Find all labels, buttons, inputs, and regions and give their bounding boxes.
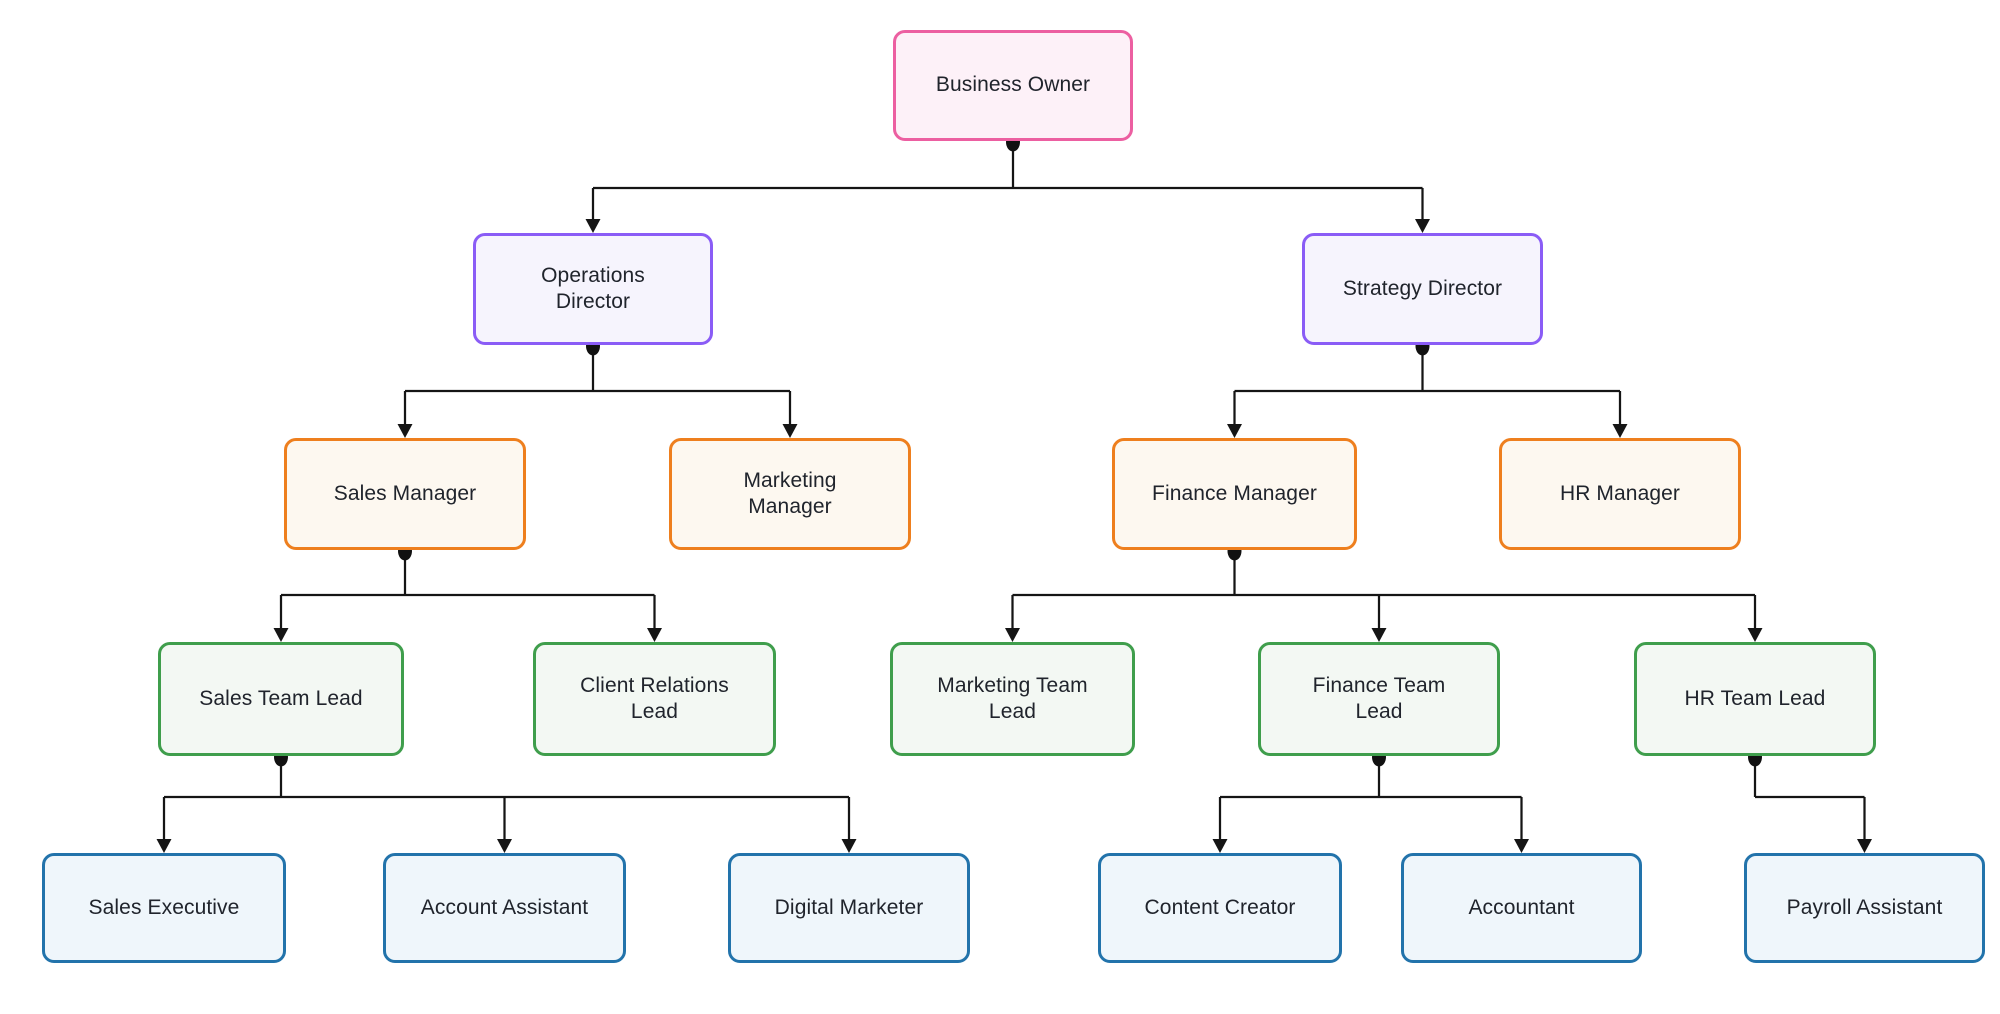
connector-group-business-owner	[585, 132, 1430, 233]
org-node-label: Digital Marketer	[774, 895, 924, 919]
org-node-label: Strategy Director	[1342, 276, 1503, 300]
org-node-finance-team-lead[interactable]: Finance Team Lead	[1258, 642, 1500, 756]
connector-group-finance-team-lead	[1212, 747, 1529, 853]
connector-arrowhead	[1227, 424, 1242, 438]
connector-arrowhead	[497, 839, 512, 853]
connector-arrowhead	[397, 424, 413, 438]
org-node-hr-team-lead[interactable]: HR Team Lead	[1634, 642, 1876, 756]
connector-arrowhead	[273, 628, 289, 642]
org-node-sales-manager[interactable]: Sales Manager	[284, 438, 526, 550]
org-node-strategy-director[interactable]: Strategy Director	[1302, 233, 1543, 345]
org-node-sales-executive[interactable]: Sales Executive	[42, 853, 286, 963]
connector-arrowhead	[1514, 839, 1529, 853]
org-node-account-assistant[interactable]: Account Assistant	[383, 853, 626, 963]
org-node-label: Accountant	[1468, 895, 1575, 919]
org-node-label: Business Owner	[935, 73, 1091, 97]
connector-arrowhead	[647, 628, 662, 642]
org-node-label: Client Relations Lead	[580, 673, 729, 723]
connector-group-finance-manager	[1005, 541, 1763, 642]
org-node-label: HR Manager	[1559, 481, 1681, 505]
org-node-client-relations-lead[interactable]: Client Relations Lead	[533, 642, 776, 756]
org-node-label: Payroll Assistant	[1786, 895, 1943, 919]
connector-arrowhead	[156, 839, 172, 853]
connector-group-hr-team-lead	[1748, 747, 1872, 853]
connector-arrowhead	[585, 219, 601, 233]
connector-group-sales-manager	[273, 541, 662, 642]
connector-arrowhead	[841, 839, 857, 853]
connector-arrowhead	[1212, 839, 1228, 853]
org-node-label: Sales Team Lead	[199, 686, 363, 710]
org-node-label: Account Assistant	[420, 895, 589, 919]
org-node-label: Content Creator	[1144, 895, 1296, 919]
org-node-business-owner[interactable]: Business Owner	[893, 30, 1133, 141]
org-node-label: Marketing Team Lead	[937, 673, 1088, 723]
org-node-accountant[interactable]: Accountant	[1401, 853, 1642, 963]
connector-arrowhead	[1415, 219, 1430, 233]
org-node-label: Sales Manager	[333, 481, 477, 505]
org-node-content-creator[interactable]: Content Creator	[1098, 853, 1342, 963]
connector-arrowhead	[1857, 839, 1872, 853]
connector-group-operations-director	[397, 336, 798, 438]
connector-arrowhead	[1371, 628, 1387, 642]
org-node-label: HR Team Lead	[1684, 686, 1826, 710]
org-node-label: Sales Executive	[88, 895, 240, 919]
connector-arrowhead	[1612, 424, 1628, 438]
org-node-label: Operations Director	[541, 263, 645, 313]
org-node-label: Finance Manager	[1152, 481, 1317, 505]
org-node-hr-manager[interactable]: HR Manager	[1499, 438, 1741, 550]
org-node-marketing-team-lead[interactable]: Marketing Team Lead	[890, 642, 1135, 756]
org-node-payroll-assistant[interactable]: Payroll Assistant	[1744, 853, 1985, 963]
org-node-label: Marketing Manager	[743, 468, 837, 518]
org-node-label: Finance Team Lead	[1312, 673, 1446, 723]
org-node-digital-marketer[interactable]: Digital Marketer	[728, 853, 970, 963]
connector-arrowhead	[1747, 628, 1763, 642]
org-node-marketing-manager[interactable]: Marketing Manager	[669, 438, 911, 550]
org-node-finance-manager[interactable]: Finance Manager	[1112, 438, 1357, 550]
connector-group-strategy-director	[1227, 336, 1628, 438]
org-node-sales-team-lead[interactable]: Sales Team Lead	[158, 642, 404, 756]
org-node-operations-director[interactable]: Operations Director	[473, 233, 713, 345]
connector-group-sales-team-lead	[156, 747, 857, 853]
connector-arrowhead	[782, 424, 798, 438]
connector-arrowhead	[1005, 628, 1020, 642]
